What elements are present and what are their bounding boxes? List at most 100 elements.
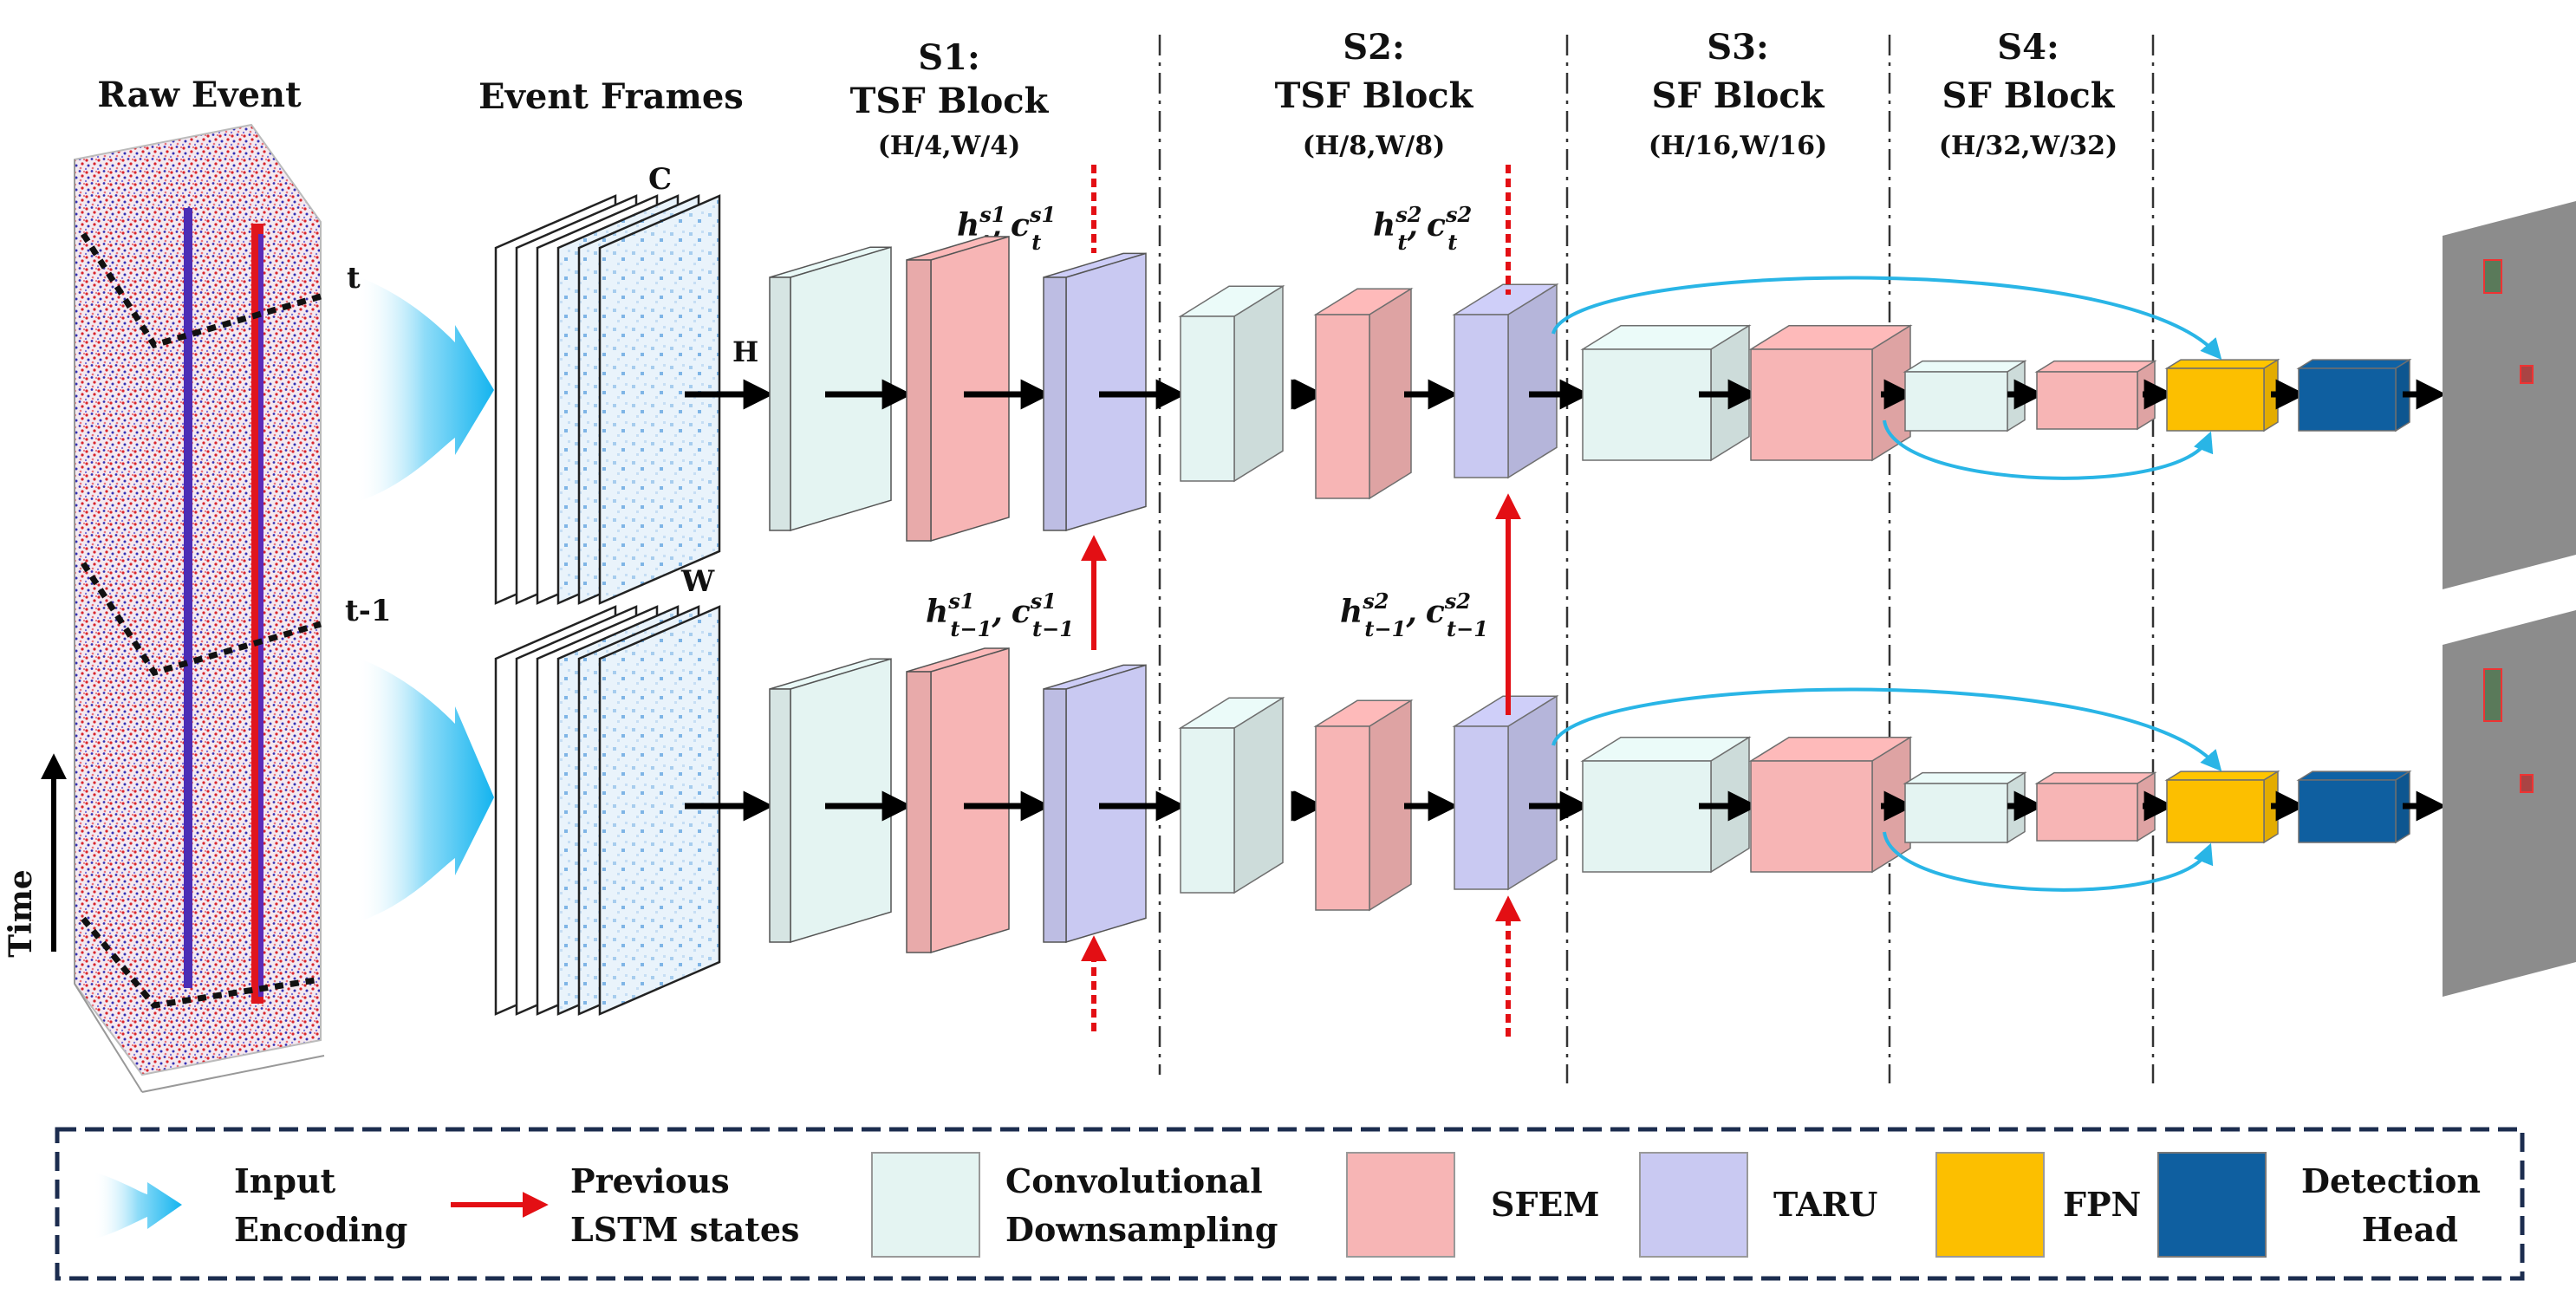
box-front-face <box>2298 779 2397 843</box>
plot-axis-x <box>141 1055 325 1093</box>
stage-header-s1: S1: TSF Block (H/4,W/4) <box>850 37 1050 161</box>
box-front-face <box>1582 348 1712 461</box>
output-image <box>2443 201 2576 589</box>
box-front-face <box>1750 348 1873 461</box>
legend-conv-label: Convolutional <box>1005 1161 1263 1200</box>
output-image <box>2443 610 2576 997</box>
raw-event-title: Raw Event <box>97 75 302 115</box>
pipeline-row-t <box>685 235 2447 543</box>
box-top-face <box>2034 360 2157 373</box>
legend-taru-swatch <box>1639 1152 1748 1258</box>
box-top-face <box>2296 771 2412 781</box>
box-front-face <box>1315 314 1370 499</box>
legend: Input Encoding Previous LSTM states Conv… <box>55 1127 2525 1281</box>
conv-downsampling-s2 <box>1178 696 1285 894</box>
time-slice-t-minus-1 <box>81 562 322 677</box>
box-front-face <box>1904 371 2008 432</box>
event-frames-title: Event Frames <box>478 76 744 117</box>
label-w: W <box>680 564 715 599</box>
event-frame <box>598 194 721 605</box>
slab-front-face <box>1043 688 1067 943</box>
conv-downsampling-s4 <box>1903 771 2027 844</box>
box-front-face <box>2166 779 2265 843</box>
event-stripe <box>258 234 263 997</box>
stage-id: S1: <box>918 37 979 78</box>
box-front-face <box>2036 783 2138 842</box>
legend-lstm-label: LSTM states <box>570 1210 799 1249</box>
legend-fpn-swatch <box>1935 1152 2045 1258</box>
conv-downsampling-s4 <box>1903 360 2027 432</box>
event-frame <box>598 605 721 1016</box>
legend-fpn-label: FPN <box>2063 1185 2141 1224</box>
detection-head <box>2296 358 2412 432</box>
conv-downsampling-s2 <box>1178 284 1285 483</box>
detection-box <box>2520 774 2534 793</box>
sfem-s4 <box>2034 771 2157 842</box>
box-front-face <box>1454 314 1509 478</box>
box-top-face <box>2296 359 2412 369</box>
taru-s2 <box>1452 694 1559 891</box>
lstm-state-arrows <box>1081 165 1521 1037</box>
slab-face <box>930 235 1010 543</box>
stage-header-s2: S2: TSF Block (H/8,W/8) <box>1275 27 1474 161</box>
box-front-face <box>1582 760 1712 873</box>
legend-detection-label: Head <box>2362 1210 2458 1249</box>
box-top-face <box>2164 359 2280 369</box>
detection-box <box>2483 259 2502 294</box>
slab-front-face <box>906 671 932 953</box>
box-front-face <box>1454 725 1509 890</box>
box-front-face <box>1315 725 1370 911</box>
stage-size: (H/4,W/4) <box>878 131 1021 161</box>
legend-detection-label: Detection <box>2301 1161 2481 1200</box>
skip-connection-arrow <box>1551 687 2222 772</box>
stage-header-s4: S4: SF Block (H/32,W/32) <box>1939 27 2117 161</box>
slab-front-face <box>1043 276 1067 531</box>
raw-event-plot: Raw Event t t-1 Time <box>3 75 391 1093</box>
sfem-s3 <box>1748 736 1913 874</box>
box-front-face <box>1180 727 1235 894</box>
time-axis-label: Time <box>3 869 39 957</box>
box-front-face <box>2036 371 2138 430</box>
conv-downsampling-s1 <box>769 246 892 532</box>
legend-taru-label: TARU <box>1773 1185 1877 1224</box>
sfem-s4 <box>2034 360 2157 431</box>
label-h: H <box>732 335 758 368</box>
label-t-minus-1: t-1 <box>345 594 391 628</box>
box-top-face <box>2164 771 2280 781</box>
legend-input-encoding-label: Encoding <box>234 1210 407 1249</box>
taru-s2 <box>1452 283 1559 479</box>
box-top-face <box>2034 771 2157 784</box>
skip-connection-arrow <box>1883 419 2214 480</box>
legend-detection-swatch <box>2157 1152 2267 1258</box>
slab-front-face <box>769 688 791 943</box>
stage-size: (H/32,W/32) <box>1939 131 2117 161</box>
stage-id: S3: <box>1707 27 1768 68</box>
legend-sfem-label: SFEM <box>1491 1185 1599 1224</box>
legend-conv-label: Downsampling <box>1005 1210 1278 1249</box>
box-front-face <box>2298 367 2397 432</box>
box-side-face <box>1507 694 1558 891</box>
label-c: C <box>648 162 672 197</box>
legend-input-encoding-icon <box>94 1172 182 1239</box>
box-front-face <box>1750 760 1873 873</box>
stage-header-s3: S3: SF Block (H/16,W/16) <box>1649 27 1827 161</box>
event-stripe <box>184 208 192 988</box>
box-side-face <box>1507 283 1558 479</box>
time-slice-bottom <box>81 916 322 1009</box>
stage-id: S2: <box>1343 27 1404 68</box>
sfem-s1 <box>906 235 1010 543</box>
skip-connection-arrow <box>1551 276 2222 361</box>
plot-axis-y <box>74 983 143 1093</box>
slab-front-face <box>769 276 791 531</box>
stage-name: SF Block <box>1942 75 2116 116</box>
fpn-block <box>2164 358 2280 432</box>
detection-box <box>2483 668 2502 722</box>
box-front-face <box>2166 367 2265 432</box>
input-encoding-arrow-bottom <box>355 657 494 923</box>
box-side-face <box>1233 284 1284 483</box>
